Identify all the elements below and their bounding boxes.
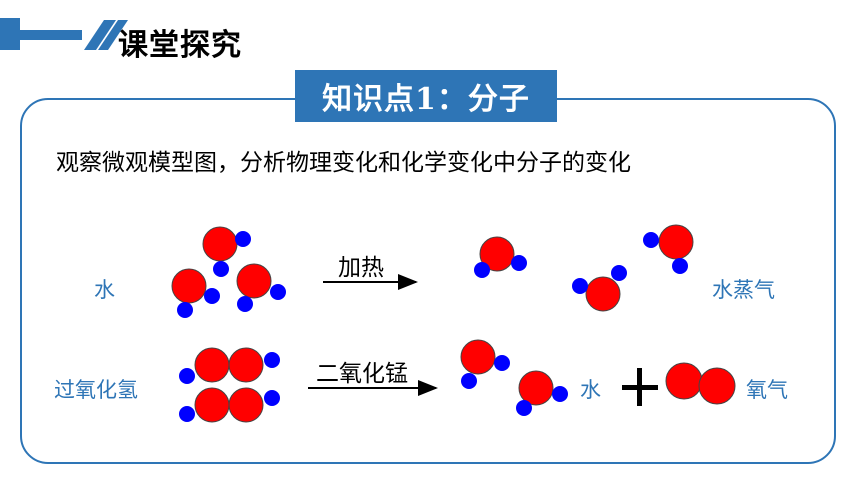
reactant-water-label: 水 bbox=[94, 278, 115, 302]
product-water-label: 水 bbox=[580, 378, 601, 402]
product-steam-label: 水蒸气 bbox=[712, 278, 775, 302]
hydrogen-peroxide-molecule-2 bbox=[179, 387, 280, 423]
steam-molecule-1 bbox=[474, 236, 527, 278]
hydrogen-peroxide-molecule-1 bbox=[179, 347, 280, 384]
product-water-molecule-2 bbox=[516, 370, 568, 416]
oxygen-molecule bbox=[665, 362, 736, 405]
product-water-molecule-1 bbox=[460, 339, 510, 389]
condition-heating-label: 加热 bbox=[338, 255, 384, 281]
page-title: 课堂探究 bbox=[118, 28, 242, 63]
condition-catalyst-label: 二氧化锰 bbox=[316, 361, 408, 387]
header-accent-block bbox=[0, 18, 20, 50]
knowledge-point-title: 知识点1：分子 bbox=[295, 70, 557, 122]
water-molecule-2 bbox=[171, 268, 220, 318]
instruction-text: 观察微观模型图，分析物理变化和化学变化中分子的变化 bbox=[56, 150, 631, 176]
steam-molecule-3 bbox=[572, 265, 627, 312]
product-oxygen-label: 氧气 bbox=[746, 378, 788, 402]
header-slash-2 bbox=[98, 20, 128, 50]
water-molecule-1 bbox=[202, 226, 251, 277]
header-slash-1 bbox=[84, 20, 116, 50]
header-bar bbox=[0, 18, 128, 50]
reactant-hydrogen-peroxide-label: 过氧化氢 bbox=[54, 378, 138, 402]
water-molecule-3 bbox=[236, 263, 286, 312]
plus-icon bbox=[622, 368, 658, 406]
header-bar-fill bbox=[20, 30, 82, 40]
steam-molecule-2 bbox=[643, 224, 694, 274]
